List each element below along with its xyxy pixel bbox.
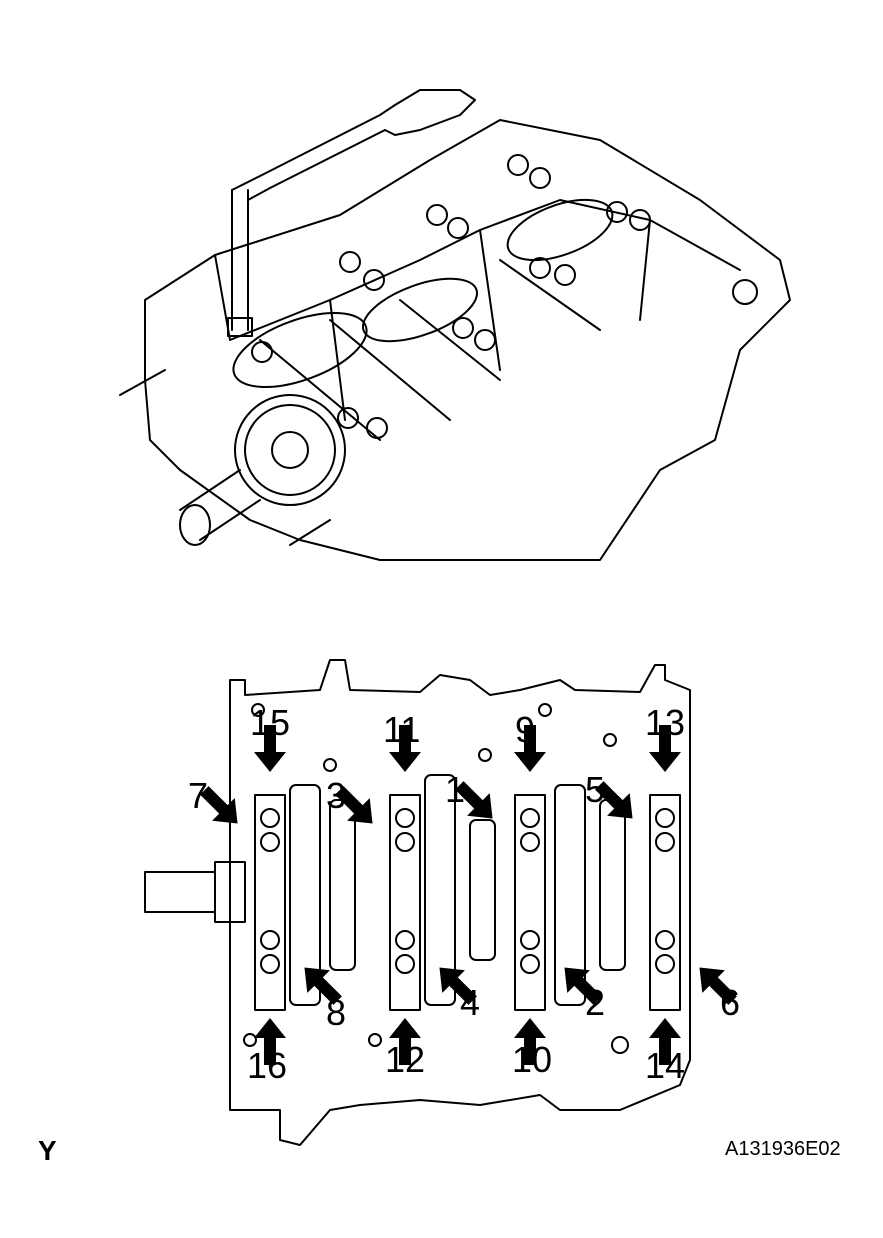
arrow-5 — [595, 781, 633, 819]
arrow-14 — [649, 1018, 681, 1065]
bolt-head — [655, 832, 675, 852]
arrow-8 — [304, 967, 342, 1005]
arrow-2 — [564, 967, 602, 1005]
bolt-head — [520, 930, 540, 950]
bolt-head — [260, 930, 280, 950]
bolt-head — [520, 832, 540, 852]
bolt-head — [655, 930, 675, 950]
sequence-label-10: 10 — [512, 1039, 553, 1080]
sequence-label-14: 14 — [645, 1045, 686, 1086]
bolt-head — [260, 808, 280, 828]
arrow-11 — [389, 725, 421, 772]
arrow-10 — [514, 1018, 546, 1065]
arrow-13 — [649, 725, 681, 772]
sequence-label-13: 13 — [645, 702, 686, 743]
sequence-label-11: 11 — [383, 709, 421, 750]
sequence-label-5: 5 — [585, 769, 606, 810]
sequence-label-9: 9 — [515, 709, 536, 750]
sequence-label-7: 7 — [188, 775, 209, 816]
sequence-label-15: 15 — [250, 702, 291, 743]
bolt-head — [655, 808, 675, 828]
bolt-head — [395, 930, 415, 950]
sequence-label-16: 16 — [247, 1045, 288, 1086]
arrow-4 — [439, 967, 477, 1005]
bolt-head — [260, 832, 280, 852]
view-label: Y — [38, 1135, 57, 1166]
arrow-3 — [335, 786, 373, 824]
bolt-head — [520, 954, 540, 974]
bolt-head — [395, 808, 415, 828]
bolt-head — [395, 832, 415, 852]
arrow-9 — [514, 725, 546, 772]
sequence-label-12: 12 — [385, 1039, 426, 1080]
sequence-label-2: 2 — [585, 982, 606, 1023]
bearing-cap-bolt-sequence-diagram — [144, 659, 737, 1146]
sequence-label-3: 3 — [326, 775, 347, 816]
arrow-16 — [254, 1018, 286, 1065]
sequence-label-6: 6 — [720, 982, 741, 1023]
bolt-head — [395, 954, 415, 974]
bolt-head — [260, 954, 280, 974]
sequence-label-8: 8 — [326, 992, 347, 1033]
arrow-6 — [699, 967, 737, 1005]
arrow-1 — [455, 781, 493, 819]
sequence-label-4: 4 — [460, 982, 481, 1023]
figure-code: A131936E02 — [725, 1138, 841, 1160]
bolt-head — [655, 954, 675, 974]
arrow-15 — [254, 725, 286, 772]
bolt-head — [520, 808, 540, 828]
engine-block-perspective-illustration — [119, 89, 791, 561]
arrow-12 — [389, 1018, 421, 1065]
arrow-7 — [200, 786, 238, 824]
sequence-label-1: 1 — [445, 769, 466, 810]
